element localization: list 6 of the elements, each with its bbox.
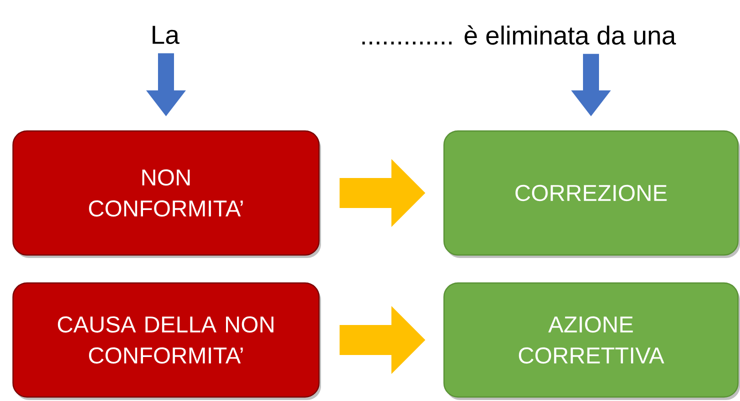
sentence-text: La: [152, 26, 180, 44]
process-box: AZIONE CORRETTIVA: [443, 282, 740, 400]
sentence-text: ............. è eliminata da una: [362, 25, 676, 45]
process-box: NON CONFORMITA’: [12, 130, 321, 258]
process-box: CORREZIONE: [443, 130, 740, 258]
process-box: CAUSA DELLA NON CONFORMITA’: [12, 282, 321, 400]
